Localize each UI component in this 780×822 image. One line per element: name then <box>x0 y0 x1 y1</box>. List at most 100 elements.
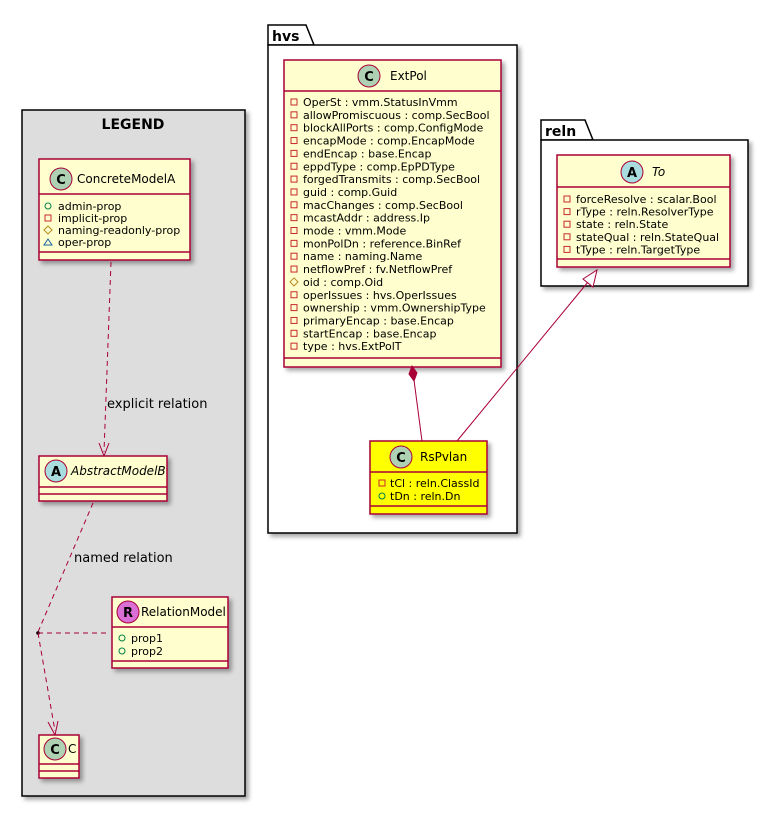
public-icon <box>118 634 126 642</box>
svg-text:tCl : reln.ClassId: tCl : reln.ClassId <box>390 477 480 490</box>
attr-prop1: prop1 <box>118 632 163 645</box>
attribute-row: forgedTransmits : comp.SecBool <box>290 173 480 186</box>
c-class: C C <box>38 734 80 779</box>
class-a-icon <box>44 459 68 483</box>
attribute-text: monPolDn : reference.BinRef <box>303 237 462 250</box>
private-icon <box>563 195 571 203</box>
attribute-text: operIssues : hvs.OperIssues <box>303 289 457 302</box>
svg-text:C: C <box>50 743 60 758</box>
private-icon <box>290 227 298 234</box>
attribute-row: operIssues : hvs.OperIssues <box>290 289 457 302</box>
attr-oper-prop: oper-prop <box>43 236 111 249</box>
class-c-icon <box>43 737 67 761</box>
class-c-icon <box>357 64 381 88</box>
class-name: To <box>652 165 665 179</box>
attribute-text: ownership : vmm.OwnershipType <box>303 302 486 315</box>
class-name: C <box>68 742 76 756</box>
attribute-row: forceResolve : scalar.Bool <box>563 193 717 206</box>
explicit-relation-label: explicit relation <box>107 397 207 412</box>
relation-model-class: R RelationModel prop1 prop2 <box>111 596 229 669</box>
attribute-row: ownership : vmm.OwnershipType <box>290 302 486 315</box>
attribute-row: mcastAddr : address.Ip <box>290 212 430 225</box>
attribute-row: name : naming.Name <box>290 250 423 263</box>
private-icon <box>290 175 298 183</box>
attr-admin-prop: admin-prop <box>44 200 121 213</box>
attribute-row: OperSt : vmm.StatusInVmm <box>290 96 458 109</box>
private-icon <box>290 124 298 132</box>
attribute-text: name : naming.Name <box>303 250 423 263</box>
attribute-text: rType : reln.ResolverType <box>576 206 714 219</box>
private-icon <box>290 316 298 324</box>
svg-text:oper-prop: oper-prop <box>58 236 111 249</box>
private-icon <box>563 233 571 241</box>
attribute-row: guid : comp.Guid <box>290 186 397 199</box>
named-relation-line: named relation <box>36 502 173 737</box>
attribute-row: type : hvs.ExtPolT <box>290 340 402 353</box>
private-icon <box>378 479 386 487</box>
concrete-model-a-class: C ConcreteModelA admin-prop implicit-pro… <box>38 158 191 261</box>
attr-tcl: tCl : reln.ClassId <box>378 477 480 490</box>
attribute-text: mcastAddr : address.Ip <box>303 212 430 225</box>
attribute-row: tType : reln.TargetType <box>563 243 700 256</box>
attr-implicit-prop: implicit-prop <box>44 212 127 225</box>
rspvlan-class: C RsPvlan tCl : reln.ClassId tDn : reln.… <box>369 440 488 515</box>
class-c-icon <box>389 445 413 469</box>
class-c-icon <box>49 167 73 191</box>
svg-text:A: A <box>51 465 61 480</box>
attribute-row: allowPromiscuous : comp.SecBool <box>290 109 490 122</box>
attribute-text: netflowPref : fv.NetflowPref <box>303 263 453 276</box>
inheritance-triangle-icon <box>582 268 598 288</box>
private-icon <box>290 304 298 312</box>
class-name: RsPvlan <box>420 450 467 464</box>
attribute-text: blockAllPorts : comp.ConfigMode <box>303 122 484 135</box>
inheritance-line <box>456 268 598 442</box>
svg-text:C: C <box>396 451 406 466</box>
private-icon <box>290 188 298 196</box>
class-name: AbstractModelB <box>70 464 166 478</box>
extpol-attributes: OperSt : vmm.StatusInVmmallowPromiscuous… <box>289 96 490 353</box>
attribute-text: macChanges : comp.SecBool <box>303 199 463 212</box>
protected-icon <box>289 277 299 287</box>
protected-icon <box>43 225 53 235</box>
svg-text:prop1: prop1 <box>131 632 163 645</box>
attribute-row: startEncap : base.Encap <box>290 327 436 340</box>
class-name: ExtPol <box>390 69 427 83</box>
private-icon <box>290 137 298 145</box>
attribute-row: blockAllPorts : comp.ConfigMode <box>290 122 484 135</box>
svg-text:C: C <box>364 70 374 85</box>
private-icon <box>290 252 298 260</box>
private-icon <box>563 220 571 228</box>
attribute-row: encapMode : comp.EncapMode <box>290 135 475 148</box>
private-icon <box>44 214 52 222</box>
attribute-text: allowPromiscuous : comp.SecBool <box>303 109 490 122</box>
class-name: ConcreteModelA <box>77 172 176 186</box>
extpol-class: C ExtPol OperSt : vmm.StatusInVmmallowPr… <box>283 59 502 368</box>
legend-title: LEGEND <box>102 117 165 133</box>
private-icon <box>563 245 571 253</box>
composition-diamond-icon <box>408 364 418 383</box>
attribute-row: endEncap : base.Encap <box>290 147 432 160</box>
named-relation-label: named relation <box>74 551 173 566</box>
public-icon <box>378 492 386 500</box>
svg-text:tDn : reln.Dn: tDn : reln.Dn <box>390 490 460 503</box>
attr-tdn: tDn : reln.Dn <box>378 490 460 503</box>
attribute-text: eppdType : comp.EpPDType <box>303 160 455 173</box>
attribute-row: oid : comp.Oid <box>289 276 383 289</box>
attribute-text: forceResolve : scalar.Bool <box>576 193 717 206</box>
private-icon <box>290 201 298 209</box>
attribute-text: stateQual : reln.StateQual <box>576 231 719 244</box>
attr-prop2: prop2 <box>118 645 163 658</box>
attribute-text: startEncap : base.Encap <box>303 327 436 340</box>
abstract-model-b-class: A AbstractModelB <box>38 455 168 502</box>
class-a-icon <box>620 160 644 184</box>
private-icon <box>290 98 298 106</box>
attribute-text: endEncap : base.Encap <box>303 147 432 160</box>
private-icon <box>290 111 298 119</box>
package-icon <box>43 238 53 246</box>
attribute-text: primaryEncap : base.Encap <box>303 314 454 327</box>
svg-text:prop2: prop2 <box>131 645 163 658</box>
private-icon <box>290 291 298 299</box>
svg-text:C: C <box>56 173 66 188</box>
attr-naming-readonly-prop: naming-readonly-prop <box>43 224 180 237</box>
